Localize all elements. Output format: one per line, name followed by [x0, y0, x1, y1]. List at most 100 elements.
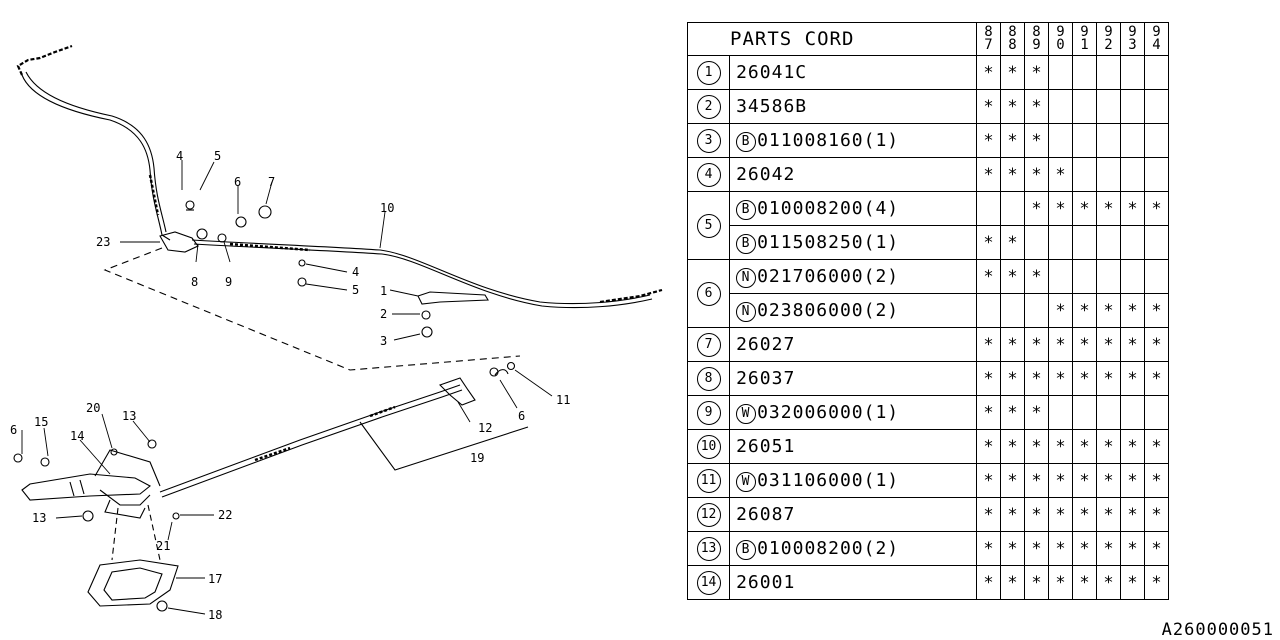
- callout-13b: 13: [32, 511, 46, 525]
- year-applicability-mark: *: [1048, 157, 1073, 192]
- year-digit: 9: [1032, 37, 1041, 53]
- year-applicability-mark: *: [1000, 89, 1025, 124]
- year-applicability-mark: *: [1024, 361, 1049, 396]
- year-applicability-mark: *: [976, 55, 1001, 90]
- year-applicability-mark: [1024, 225, 1049, 260]
- year-applicability-mark: [1144, 395, 1169, 430]
- year-applicability-mark: *: [1072, 191, 1097, 226]
- year-applicability-mark: *: [1120, 565, 1145, 600]
- year-applicability-mark: *: [1024, 55, 1049, 90]
- part-code-cell: 26001: [729, 565, 977, 600]
- year-applicability-mark: *: [1096, 191, 1121, 226]
- year-applicability-mark: *: [1024, 497, 1049, 532]
- year-applicability-mark: *: [1144, 429, 1169, 464]
- year-applicability-mark: *: [1024, 429, 1049, 464]
- callout-10: 10: [380, 201, 394, 215]
- callout-18: 18: [208, 608, 222, 622]
- part-prefix: B: [736, 199, 757, 220]
- part-number-cell: 5: [686, 191, 731, 260]
- year-applicability-mark: *: [1072, 531, 1097, 566]
- part-code: 011508250(1): [757, 231, 900, 253]
- part-number: 7: [696, 332, 721, 357]
- year-digit: 4: [1152, 37, 1161, 53]
- year-applicability-mark: *: [1096, 463, 1121, 498]
- year-applicability-mark: *: [1000, 565, 1025, 600]
- year-applicability-mark: *: [1096, 565, 1121, 600]
- year-applicability-mark: [1096, 225, 1121, 260]
- year-applicability-mark: *: [1120, 361, 1145, 396]
- year-applicability-mark: *: [1072, 293, 1097, 328]
- year-applicability-mark: *: [976, 327, 1001, 362]
- year-applicability-mark: *: [1072, 497, 1097, 532]
- year-applicability-mark: *: [1024, 327, 1049, 362]
- year-applicability-mark: *: [976, 395, 1001, 430]
- callout-13: 13: [122, 409, 136, 423]
- year-applicability-mark: *: [1120, 463, 1145, 498]
- year-applicability-mark: *: [1144, 191, 1169, 226]
- part-code-cell: 26087: [729, 497, 977, 532]
- callout-15: 15: [34, 415, 48, 429]
- callout-23: 23: [96, 235, 110, 249]
- part-number-cell: 14: [686, 565, 731, 600]
- callout-14: 14: [70, 429, 84, 443]
- part-number-cell: 2: [686, 89, 731, 124]
- part-number: 10: [696, 434, 721, 459]
- year-digit: 8: [1032, 24, 1041, 40]
- year-applicability-mark: *: [1024, 123, 1049, 158]
- callout-9: 9: [225, 275, 232, 289]
- year-applicability-mark: *: [976, 259, 1001, 294]
- year-digit: 9: [1056, 24, 1065, 40]
- year-applicability-mark: *: [1144, 463, 1169, 498]
- part-code-cell: 26037: [729, 361, 977, 396]
- year-digit: 0: [1056, 37, 1065, 53]
- cable-boot: [438, 377, 476, 406]
- part-number-cell: 13: [686, 531, 731, 566]
- part-number-cell: 9: [686, 395, 731, 430]
- part-code: 011008160(1): [757, 129, 900, 151]
- part-code: 032006000(1): [757, 401, 900, 423]
- part-prefix: N: [736, 301, 757, 322]
- year-digit: 9: [1152, 24, 1161, 40]
- part-number-cell: 10: [686, 429, 731, 464]
- part-number: 14: [696, 570, 721, 595]
- part-number: 11: [696, 468, 721, 493]
- year-applicability-mark: *: [1024, 259, 1049, 294]
- year-applicability-mark: [1096, 259, 1121, 294]
- year-applicability-mark: [1072, 123, 1097, 158]
- part-number: 5: [696, 213, 721, 238]
- callout-6b: 6: [518, 409, 525, 423]
- year-applicability-mark: *: [1096, 497, 1121, 532]
- year-applicability-mark: [1096, 157, 1121, 192]
- console-tray: [87, 559, 179, 607]
- year-applicability-mark: [1024, 293, 1049, 328]
- year-applicability-mark: *: [1024, 395, 1049, 430]
- part-number: 3: [696, 128, 721, 153]
- part-code-cell: 26042: [729, 157, 977, 192]
- year-applicability-mark: *: [976, 89, 1001, 124]
- year-applicability-mark: [1000, 191, 1025, 226]
- year-digit: 7: [984, 37, 993, 53]
- part-prefix: W: [736, 471, 757, 492]
- part-prefix: B: [736, 539, 757, 560]
- year-applicability-mark: *: [1000, 157, 1025, 192]
- part-prefix: B: [736, 131, 757, 152]
- year-applicability-mark: *: [1048, 191, 1073, 226]
- year-applicability-mark: *: [1072, 361, 1097, 396]
- year-applicability-mark: *: [1072, 463, 1097, 498]
- part-code-cell: 26051: [729, 429, 977, 464]
- year-applicability-mark: [1120, 157, 1145, 192]
